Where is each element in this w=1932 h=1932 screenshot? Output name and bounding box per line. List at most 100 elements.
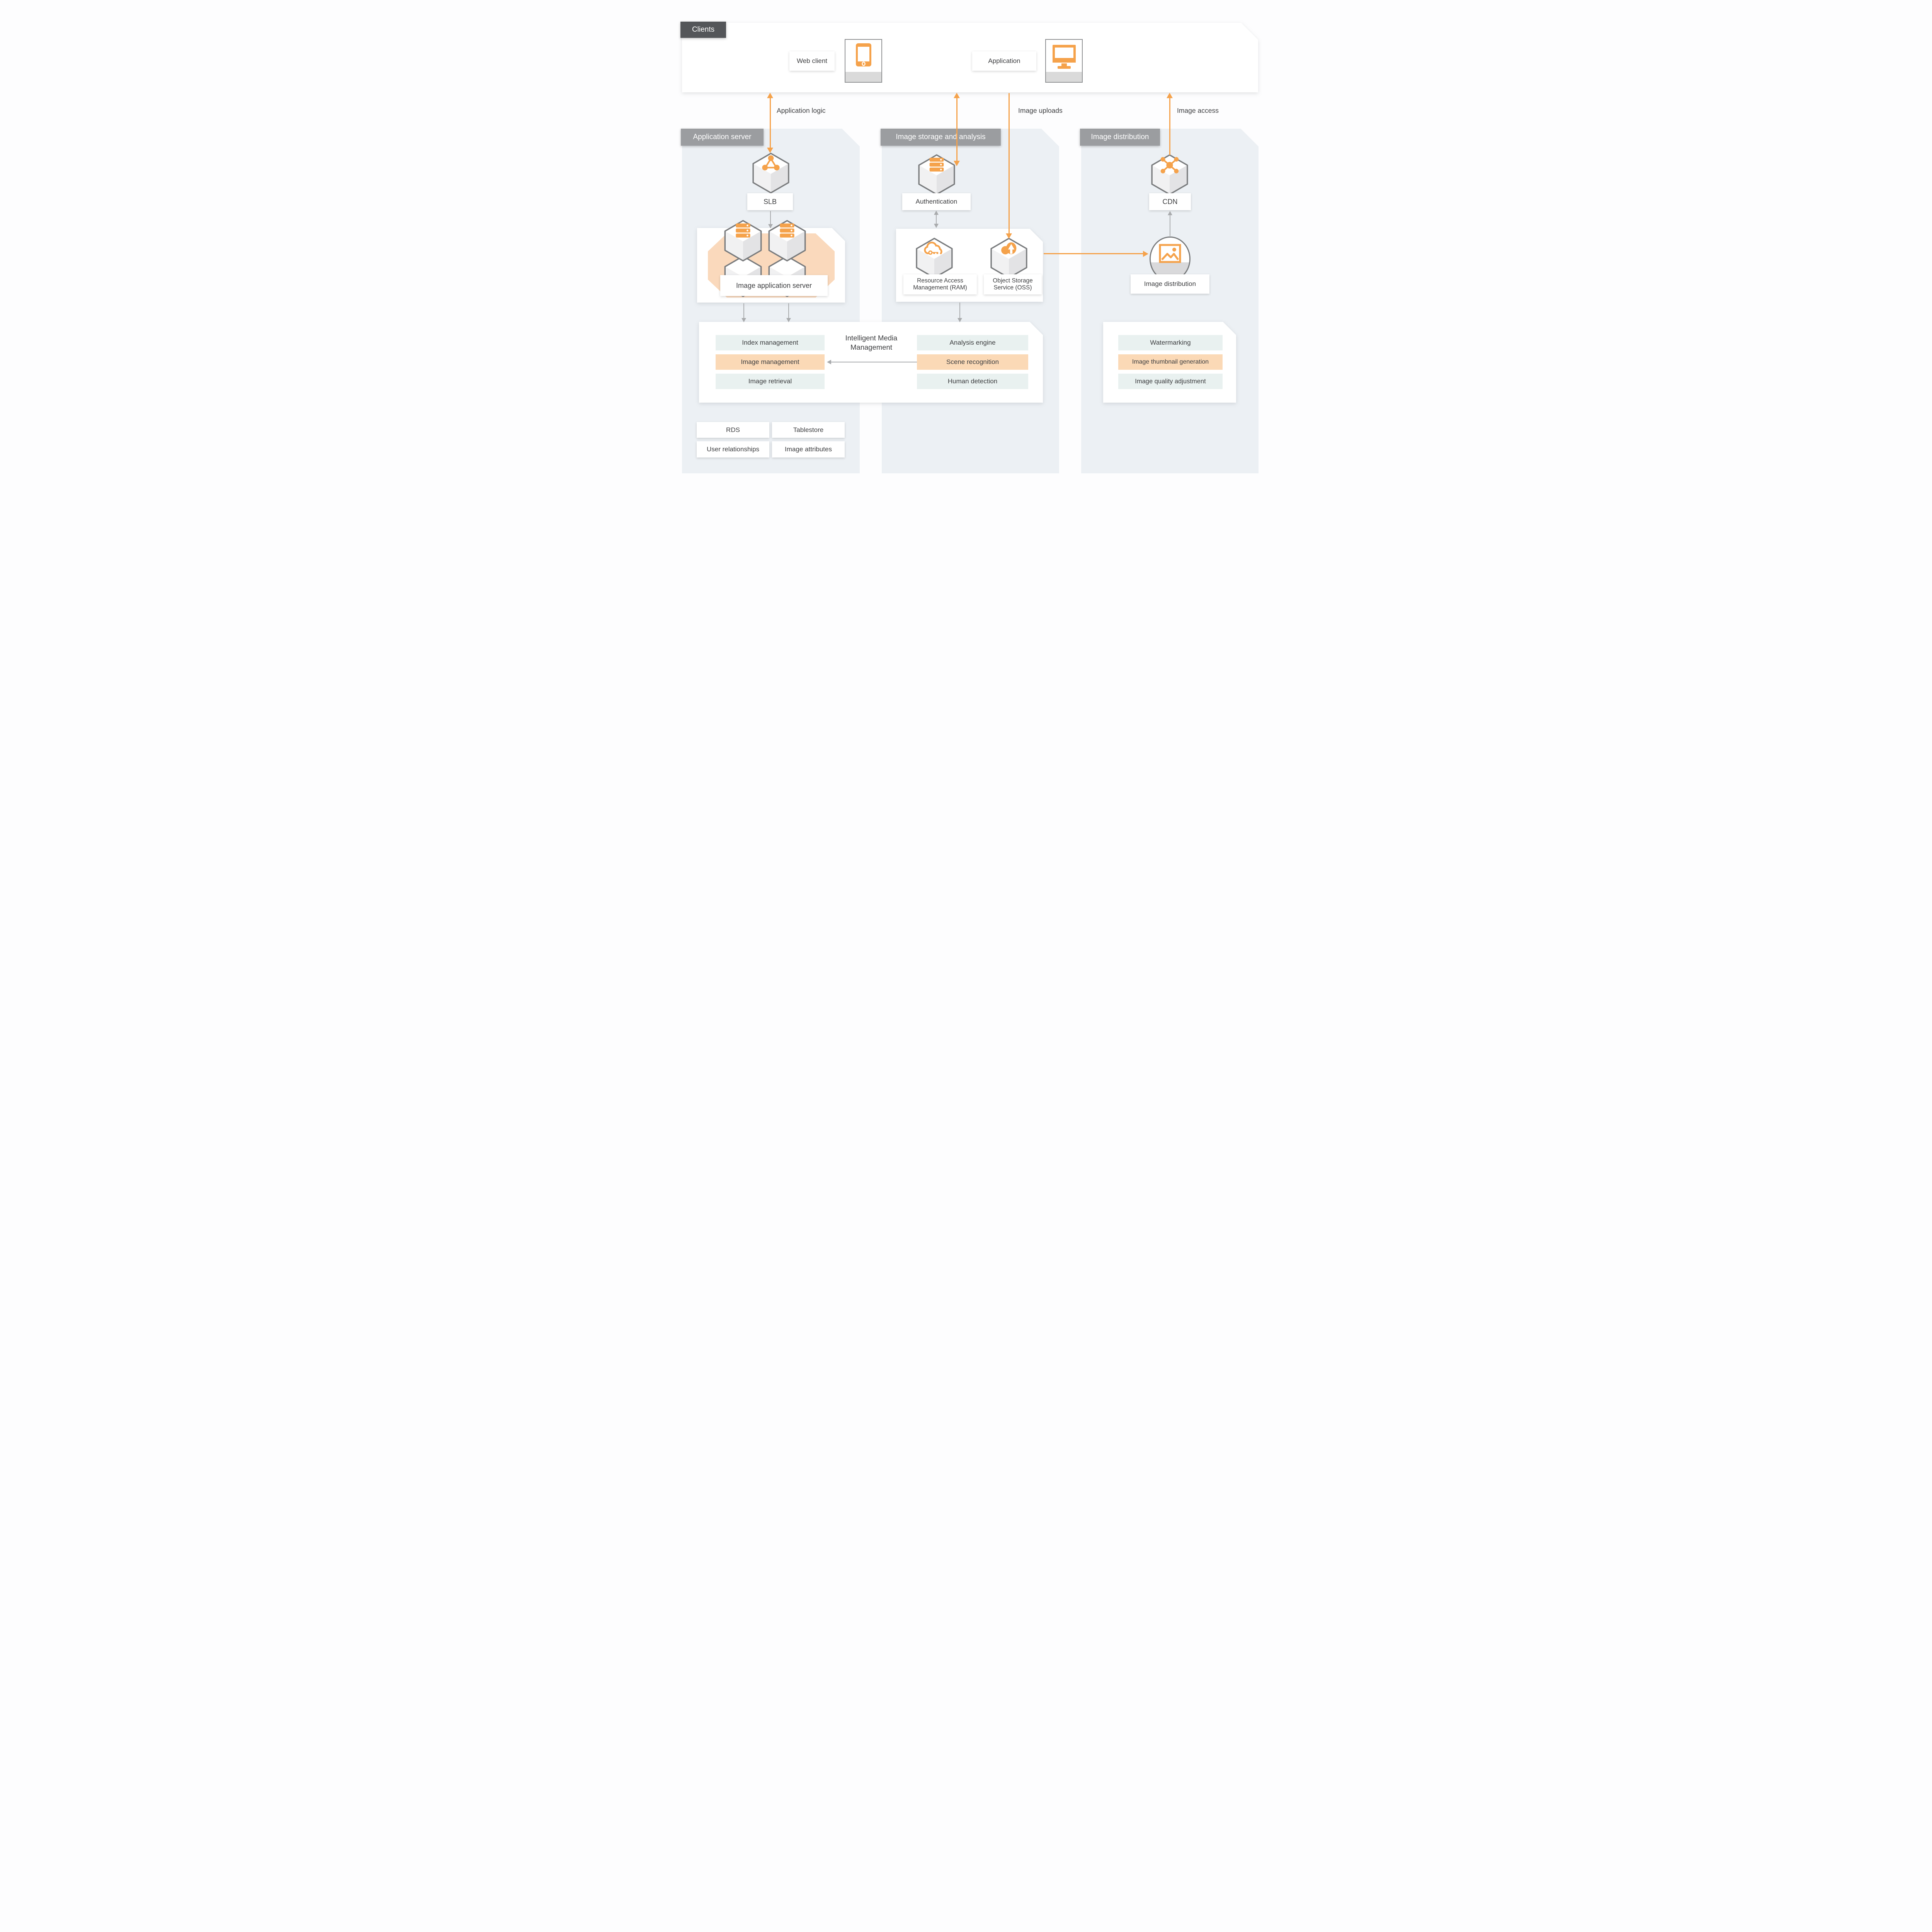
slb-to-appserver-arrowhead: [768, 224, 773, 228]
image-quality-adjustment-row: Image quality adjustment: [1118, 374, 1223, 389]
analysis-engine-row: Analysis engine: [917, 335, 1028, 350]
distribution-to-cdn-arrowhead: [1168, 211, 1172, 215]
imm-title: Intelligent Media Management: [828, 333, 915, 352]
imm-title-line1: Intelligent Media: [845, 334, 898, 342]
human-detection-text: Human detection: [947, 378, 998, 385]
cdn-network-icon: [1160, 157, 1179, 173]
user-relationships-text: User relationships: [706, 446, 760, 453]
application-server-section-label: Application server: [681, 129, 764, 146]
ram-line1: Resource Access: [917, 277, 963, 284]
image-distribution-node-label: Image distribution: [1131, 274, 1209, 294]
application-label: Application: [972, 51, 1036, 71]
load-balancer-icon: [762, 155, 780, 171]
image-thumbnail-generation-row: Image thumbnail generation: [1118, 354, 1223, 370]
appserver-to-imm-arrowhead-right: [786, 318, 791, 322]
picture-icon: [1159, 244, 1181, 263]
image-access-arrowhead: [1167, 93, 1173, 98]
authentication-label-text: Authentication: [915, 198, 957, 206]
oss-node: [989, 237, 1029, 281]
index-management-text: Index management: [742, 339, 798, 346]
rds-text: RDS: [726, 426, 740, 434]
tablestore-text: Tablestore: [793, 426, 824, 434]
app-server-hexagon-server: [767, 219, 808, 264]
authentication-label: Authentication: [902, 193, 971, 210]
application-logic-edge-label: Application logic: [777, 107, 825, 115]
slb-label: SLB: [747, 193, 793, 210]
image-retrieval-row: Image retrieval: [716, 374, 825, 389]
application-logic-arrowhead-up: [767, 93, 773, 98]
image-thumbnail-generation-text: Image thumbnail generation: [1132, 359, 1209, 365]
clients-container: [682, 23, 1258, 92]
authentication-arrow-line: [956, 97, 957, 161]
server-stack-icon: [736, 223, 750, 238]
appserver-to-imm-line-right: [788, 303, 789, 319]
image-uploads-edge-label: Image uploads: [1018, 107, 1063, 115]
cloud-upload-icon: [1001, 242, 1017, 255]
rds-box: RDS: [697, 422, 769, 438]
scene-to-imagemgmt-arrowhead: [827, 360, 831, 364]
appserver-to-imm-line-left: [743, 303, 744, 319]
scene-recognition-row: Scene recognition: [917, 354, 1028, 370]
image-distribution-section-label: Image distribution: [1080, 129, 1160, 146]
smartphone-icon: [855, 43, 871, 66]
auth-to-ramoss-arrowhead-down: [934, 224, 939, 228]
application-logic-text: Application logic: [777, 107, 826, 114]
application-logic-arrowhead-down: [767, 148, 773, 153]
server-stack-icon: [929, 158, 944, 172]
image-quality-adjustment-text: Image quality adjustment: [1135, 378, 1206, 385]
auth-to-ramoss-arrowhead-up: [934, 211, 939, 215]
image-management-text: Image management: [741, 358, 799, 366]
server-stack-icon: [780, 223, 794, 238]
application-server-section-label-text: Application server: [693, 133, 752, 141]
clients-section-label: Clients: [680, 22, 726, 38]
clients-container-box: [682, 23, 1258, 92]
image-access-text: Image access: [1177, 107, 1219, 114]
cdn-label: CDN: [1149, 193, 1191, 210]
image-access-arrow-line: [1169, 97, 1170, 155]
cloud-key-icon: [924, 242, 942, 255]
slb-node: [751, 152, 791, 196]
watermarking-text: Watermarking: [1150, 339, 1191, 346]
authentication-arrowhead-down: [954, 161, 960, 166]
clients-section-label-text: Clients: [692, 26, 715, 34]
analysis-engine-text: Analysis engine: [949, 339, 996, 346]
application-logic-arrow-line: [770, 97, 771, 148]
cdn-node: [1150, 154, 1190, 197]
ram-line2: Management (RAM): [913, 284, 967, 291]
web-client-label-text: Web client: [796, 57, 828, 65]
web-client-device-card: [845, 39, 882, 83]
scene-recognition-text: Scene recognition: [946, 358, 999, 366]
application-label-text: Application: [988, 57, 1020, 65]
authentication-node: [917, 154, 957, 197]
tablestore-box: Tablestore: [772, 422, 845, 438]
image-uploads-text: Image uploads: [1018, 107, 1063, 114]
appserver-to-imm-arrowhead-left: [742, 318, 746, 322]
image-uploads-arrow-line: [1009, 93, 1010, 234]
image-access-edge-label: Image access: [1177, 107, 1219, 115]
oss-line2: Service (OSS): [993, 284, 1032, 291]
ramoss-to-imm-arrowhead: [957, 318, 962, 322]
authentication-arrowhead-up: [954, 93, 960, 98]
slb-to-appserver-line: [770, 211, 771, 225]
image-distribution-node-label-text: Image distribution: [1144, 280, 1196, 288]
web-client-label: Web client: [789, 51, 835, 71]
oss-to-distribution-arrowhead: [1143, 250, 1148, 257]
auth-to-ramoss-line: [936, 214, 937, 224]
index-management-row: Index management: [716, 335, 825, 350]
slb-label-text: SLB: [763, 197, 777, 206]
image-management-row: Image management: [716, 354, 825, 370]
image-distribution-section-label-text: Image distribution: [1091, 133, 1149, 141]
oss-line1: Object Storage: [993, 277, 1033, 284]
application-device-card: [1045, 39, 1083, 83]
imm-title-line2: Management: [850, 343, 892, 352]
image-attributes-box: Image attributes: [772, 441, 845, 457]
image-app-server-label-text: Image application server: [736, 281, 812, 289]
app-server-hexagon-server: [723, 219, 764, 264]
image-attributes-text: Image attributes: [785, 446, 832, 453]
architecture-diagram: Clients Web client Application Applicati…: [655, 0, 1277, 497]
image-app-server-label: Image application server: [720, 275, 828, 296]
